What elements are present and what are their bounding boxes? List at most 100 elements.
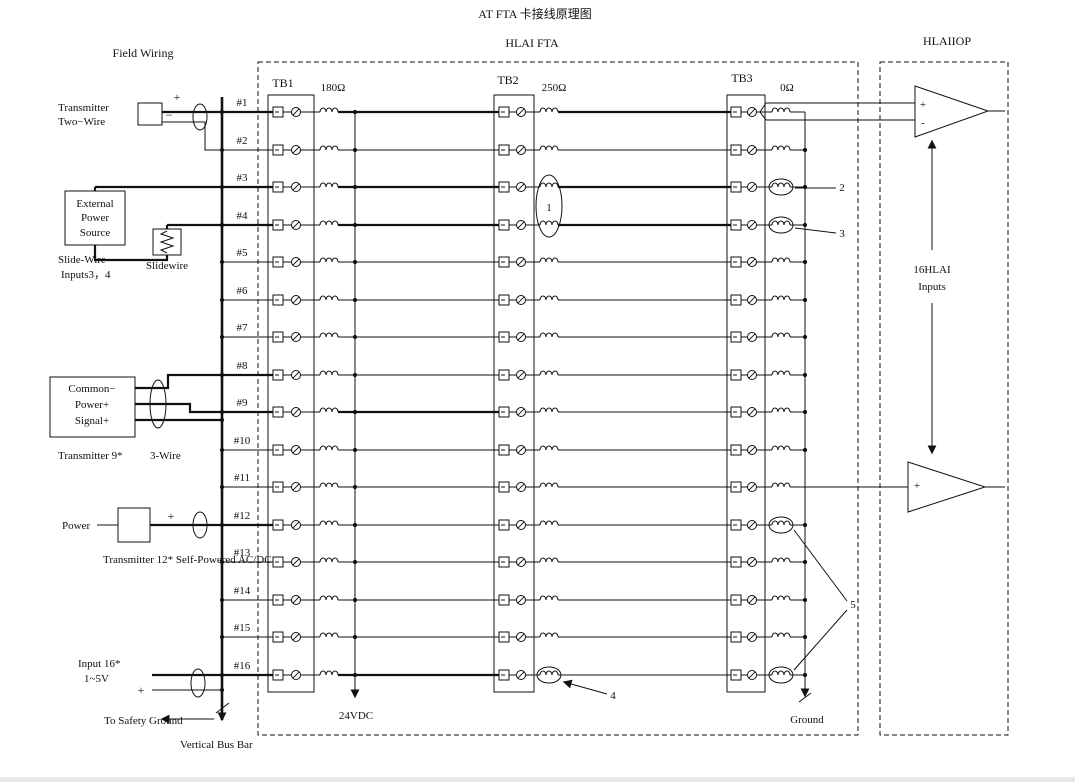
channel-label: #9 xyxy=(237,397,249,409)
junction-dot xyxy=(219,447,225,453)
junction-dot xyxy=(352,334,358,340)
safety-ground-label: To Safety Ground xyxy=(104,715,183,727)
three-wire-caption2: 3-Wire xyxy=(150,450,181,462)
junction-dot xyxy=(802,522,808,528)
self-powered-plus: + xyxy=(168,509,175,523)
screw-slash xyxy=(748,446,756,454)
channel-label: #12 xyxy=(234,510,251,522)
screw-slash xyxy=(517,596,525,604)
screw-slash xyxy=(517,371,525,379)
coil-icon xyxy=(771,220,791,226)
channel-label: #6 xyxy=(237,285,249,297)
tb2-label: TB2 xyxy=(497,73,518,87)
junction-dot xyxy=(219,687,225,693)
coil-icon xyxy=(319,145,339,151)
coil-icon xyxy=(771,520,791,526)
annotation3-label: 3 xyxy=(839,228,845,240)
channel-label: #1 xyxy=(237,97,248,109)
screw-slash xyxy=(748,258,756,266)
input16-line2: 1~5V xyxy=(84,673,109,685)
coil-icon xyxy=(771,145,791,151)
opamp1-minus: - xyxy=(921,117,925,129)
slidewire-body xyxy=(152,228,182,256)
self-powered-caption: Transmitter 12* Self-Powered AC/DC xyxy=(103,554,272,566)
iop-inputs-line1: 16HLAI xyxy=(913,264,951,276)
junction-dot xyxy=(352,184,358,190)
screw-slash xyxy=(748,671,756,679)
junction-dot xyxy=(352,109,358,115)
channel-label: #4 xyxy=(237,210,249,222)
coil-icon xyxy=(539,220,559,226)
junction-dot xyxy=(219,109,225,115)
external-power-line1: External xyxy=(76,198,113,210)
slidewire-resistor-icon xyxy=(159,230,175,254)
junction-dot xyxy=(352,222,358,228)
coil-icon xyxy=(771,445,791,451)
annotation5-leader-b xyxy=(793,609,848,671)
coil-icon xyxy=(319,595,339,601)
slidewire-label: Slidewire xyxy=(146,260,188,272)
coil-icon xyxy=(771,557,791,563)
screw-slash xyxy=(748,371,756,379)
channel-label: #3 xyxy=(237,172,249,184)
junction-dot xyxy=(352,409,358,415)
coil-icon xyxy=(771,257,791,263)
junction-dot xyxy=(352,559,358,565)
coil-icon xyxy=(771,407,791,413)
annotation1-label: 1 xyxy=(546,202,552,214)
diagram-title: AT FTA 卡接线原理图 xyxy=(478,6,592,21)
screw-slash xyxy=(748,333,756,341)
coil-icon xyxy=(539,370,559,376)
coil-icon xyxy=(771,332,791,338)
fta-title: HLAI FTA xyxy=(505,36,559,50)
bus-ground-slash xyxy=(215,702,230,714)
annotation2-label: 2 xyxy=(839,182,845,194)
coil-icon xyxy=(771,107,791,113)
supply-label: 24VDC xyxy=(339,710,373,722)
screw-slash xyxy=(748,596,756,604)
coil-icon xyxy=(319,182,339,188)
screw-slash xyxy=(292,258,300,266)
three-wire-common: Common− xyxy=(68,383,115,395)
annotation5-ellipse-b xyxy=(768,666,794,684)
three-wire-signal: Signal+ xyxy=(75,415,109,427)
annotation3-ellipse xyxy=(768,216,794,234)
tb2-box xyxy=(493,94,535,693)
ground-label: Ground xyxy=(790,714,824,726)
junction-dot xyxy=(219,184,225,190)
transmitter2w-line1: Transmitter xyxy=(58,102,109,114)
cable-tie-icon xyxy=(149,379,167,429)
junction-dot xyxy=(219,417,225,423)
junction-dot xyxy=(219,484,225,490)
transmitter2w-line2: Two−Wire xyxy=(58,116,105,128)
cable-tie-icon xyxy=(192,103,208,131)
screw-slash xyxy=(748,483,756,491)
channel-label: #2 xyxy=(237,135,248,147)
opamp-1 xyxy=(914,85,990,138)
screw-slash xyxy=(292,183,300,191)
junction-dot xyxy=(352,484,358,490)
junction-dot xyxy=(219,597,225,603)
coil-icon xyxy=(771,595,791,601)
transmitter2w-wire-minus xyxy=(162,121,222,151)
coil-icon xyxy=(319,632,339,638)
transmitter2w-body xyxy=(137,102,163,126)
input16-line1: Input 16* xyxy=(78,658,120,670)
screw-slash xyxy=(517,183,525,191)
screw-slash xyxy=(292,408,300,416)
screw-slash xyxy=(748,558,756,566)
screw-slash xyxy=(292,221,300,229)
opamp1-split-wire xyxy=(759,111,767,121)
annotation4-leader xyxy=(562,679,608,695)
screw-slash xyxy=(748,296,756,304)
junction-dot xyxy=(352,447,358,453)
junction-dot xyxy=(802,297,808,303)
coil-icon xyxy=(539,670,559,676)
screw-slash xyxy=(517,671,525,679)
junction-dot xyxy=(219,559,225,565)
coil-icon xyxy=(771,632,791,638)
annotation5-label: 5 xyxy=(850,599,856,611)
coil-icon xyxy=(539,145,559,151)
screw-slash xyxy=(748,183,756,191)
